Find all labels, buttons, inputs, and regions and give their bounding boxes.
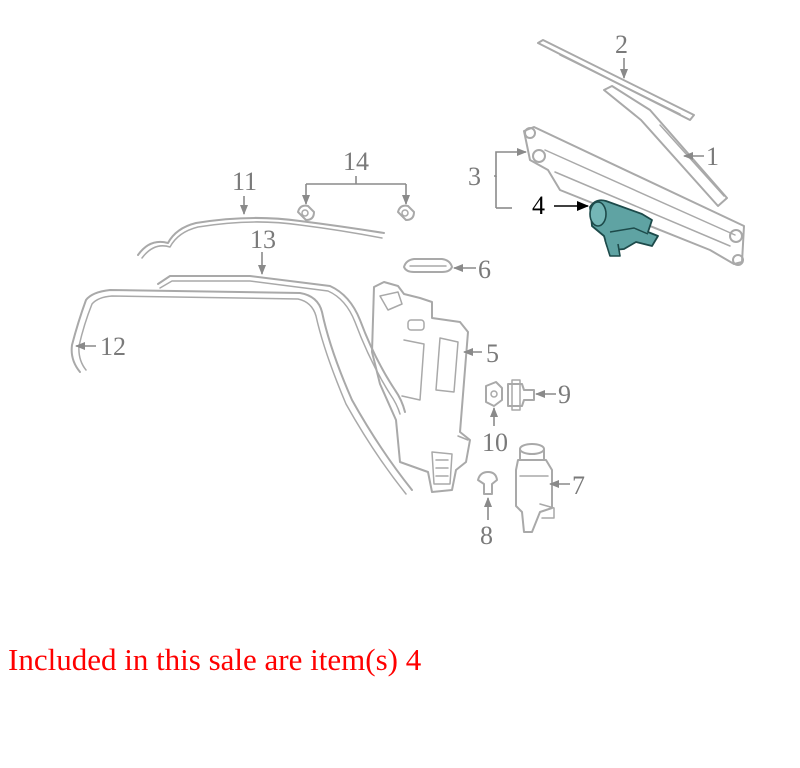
leader-lines [75,58,704,520]
callout-labels: 1 2 3 4 5 6 7 8 9 10 11 12 13 14 [100,30,719,550]
callout-10: 10 [482,428,508,457]
washer-pump-part-7 [515,443,555,533]
callout-1: 1 [706,142,719,171]
callout-12: 12 [100,332,126,361]
wiper-motor-part-highlighted [589,199,659,257]
level-sensor-part-9 [507,379,535,411]
hose-clip-parts-14 [297,204,415,221]
grommet-part-8 [477,471,498,495]
callout-2: 2 [615,30,628,59]
callout-4: 4 [532,191,545,220]
callout-11: 11 [232,167,257,196]
reservoir-cap-part-6 [403,258,453,273]
callout-13: 13 [250,225,276,254]
washer-reservoir-part-5 [371,281,471,493]
sale-note: Included in this sale are item(s) 4 [8,642,422,677]
callout-5: 5 [486,339,499,368]
wiper-arm-part [603,85,728,207]
callout-14: 14 [343,147,369,176]
callout-7: 7 [572,471,585,500]
callout-8: 8 [480,521,493,550]
nut-part-10 [485,381,503,407]
callout-6: 6 [478,255,491,284]
callout-3: 3 [468,162,481,191]
washer-hose-part-11 [137,216,385,259]
wiper-blade-part [537,39,695,121]
callout-9: 9 [558,380,571,409]
washer-hose-part-13 [157,275,406,415]
wiper-linkage-part [523,126,745,266]
